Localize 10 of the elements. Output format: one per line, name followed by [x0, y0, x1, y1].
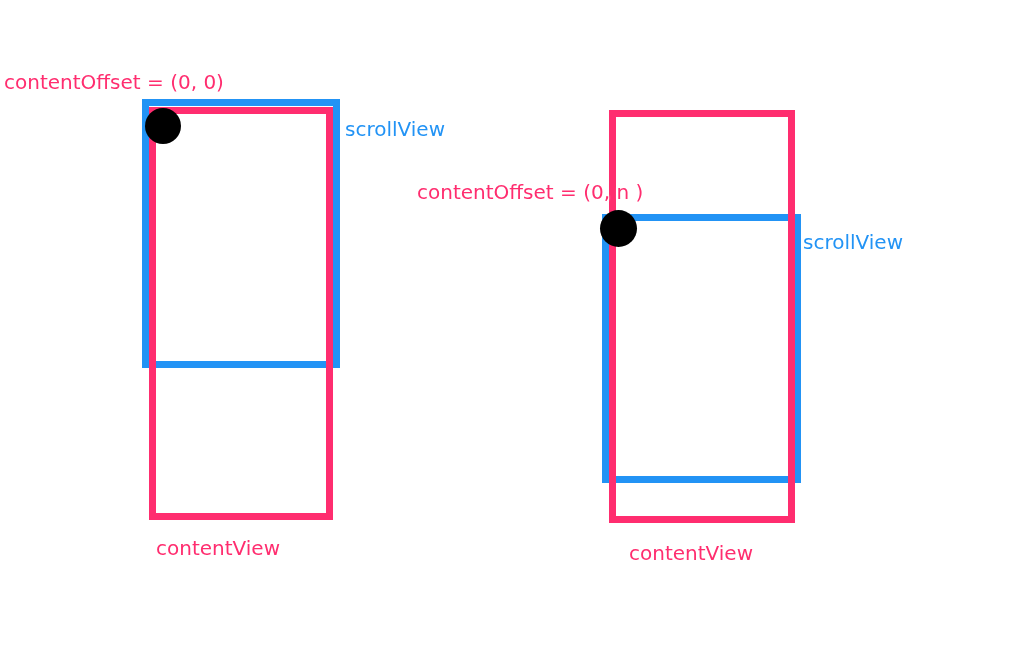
- view-label: scrollView: [345, 117, 445, 141]
- offset-dot: [600, 210, 637, 247]
- content-view-frame: [149, 107, 333, 520]
- scroll-view-frame: [142, 99, 340, 368]
- content-view-frame: [609, 110, 795, 523]
- view-label: contentView: [156, 536, 281, 560]
- offset-label: contentOffset = (0, n ): [417, 180, 644, 204]
- view-label: contentView: [629, 541, 754, 565]
- offset-label: contentOffset = (0, 0): [4, 70, 224, 94]
- view-label: scrollView: [803, 230, 903, 254]
